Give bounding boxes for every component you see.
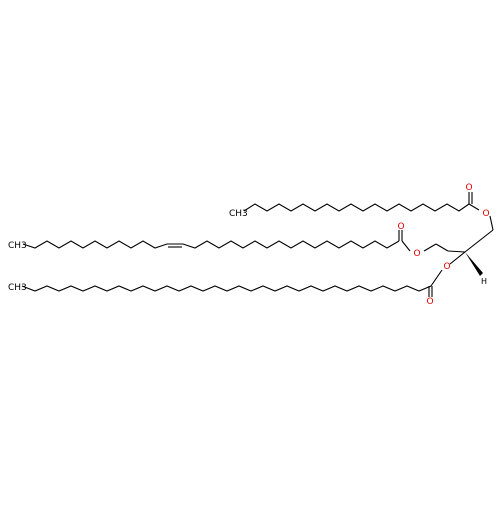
top-acyl-chain bbox=[243, 192, 494, 231]
hydrogen-atom-label: H bbox=[481, 277, 487, 286]
oxygen-atom-label: O bbox=[397, 222, 404, 232]
methyl-terminal-label: CH3 bbox=[229, 209, 248, 219]
bottom-acyl-chain bbox=[21, 269, 443, 297]
glycerol-c1-bond bbox=[489, 215, 494, 231]
bottom-ester-bond bbox=[430, 269, 443, 287]
bottom-chain-backbone bbox=[21, 285, 432, 292]
oxygen-atom-label: O bbox=[482, 209, 489, 219]
stereo-wedge bbox=[465, 252, 483, 276]
top-ester-bond bbox=[468, 203, 480, 211]
oxygen-atom-label: O bbox=[426, 297, 433, 307]
middle-acyl-chain bbox=[22, 230, 449, 252]
oxygen-atom-label: O bbox=[443, 262, 450, 272]
oxygen-atom-label: O bbox=[413, 249, 420, 259]
glycerol-c1-c2 bbox=[464, 229, 494, 253]
glycerol-c2-bond-b bbox=[435, 243, 449, 252]
glycerol-c2-o bbox=[449, 251, 466, 265]
middle-ester-bond bbox=[401, 240, 411, 252]
glycerol-c2-bond-a bbox=[423, 243, 437, 252]
methyl-terminal-label: CH3 bbox=[8, 283, 27, 293]
top-chain-backbone bbox=[243, 203, 470, 212]
glycerol-backbone bbox=[447, 229, 494, 276]
middle-chain-backbone bbox=[22, 240, 400, 249]
oxygen-atom-label: O bbox=[465, 183, 472, 193]
glycerol-c2-c3 bbox=[447, 250, 466, 253]
methyl-terminal-label: CH3 bbox=[8, 241, 27, 251]
